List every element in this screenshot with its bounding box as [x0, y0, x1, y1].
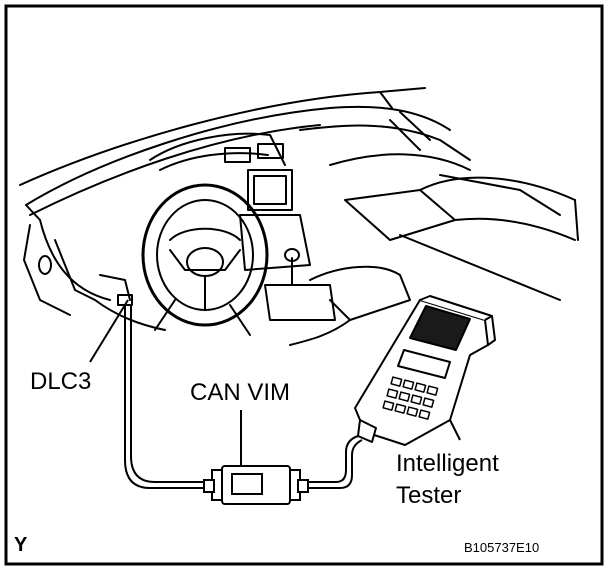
- dlc3-leader: [89, 299, 129, 363]
- tester-leader: [449, 419, 461, 441]
- dlc3-label: DLC3: [30, 368, 92, 395]
- intelligent-tester-label-line1: Intelligent: [396, 450, 499, 477]
- tester-cable-plug: [357, 419, 377, 443]
- can-vim-label: CAN VIM: [190, 379, 291, 406]
- corner-letter: Y: [14, 534, 28, 556]
- figure-code: B105737E10: [464, 540, 540, 555]
- intelligent-tester-device: [354, 295, 496, 446]
- diagnostic-cables: [124, 305, 363, 489]
- intelligent-tester-label-line2: Tester: [396, 482, 462, 509]
- tester-keypad: [382, 376, 439, 420]
- car-interior-illustration: [19, 87, 579, 346]
- figure-border: [4, 4, 604, 566]
- can-vim-module: [203, 410, 309, 505]
- tester-screen: [409, 305, 471, 351]
